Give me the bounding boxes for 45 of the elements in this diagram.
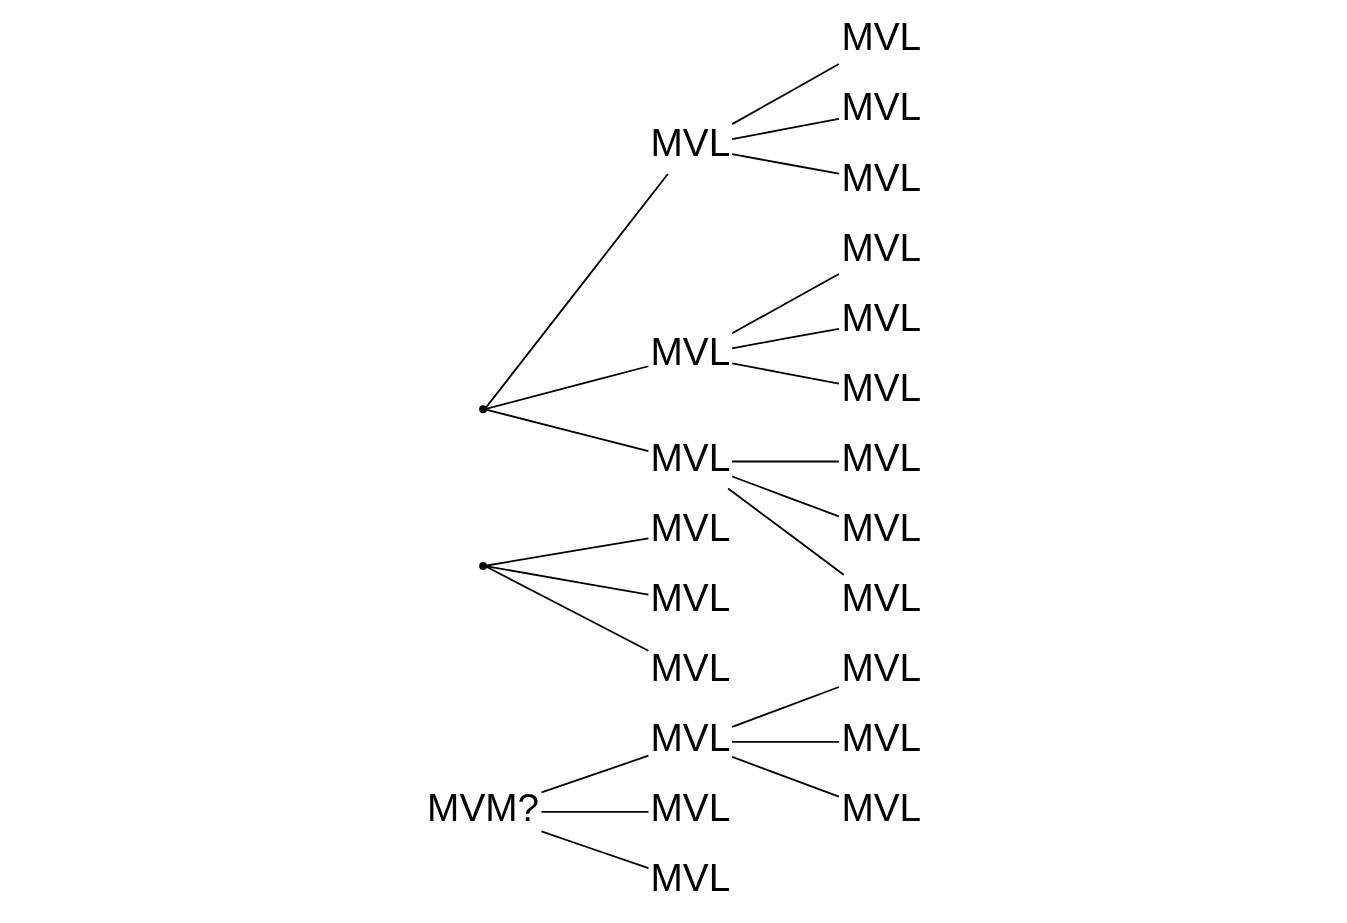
node-text: MVL (650, 121, 730, 165)
connector (540, 811, 649, 813)
node-text: MVL (840, 505, 921, 549)
node-text: MVL (840, 365, 921, 409)
node-text: MVL (840, 716, 921, 760)
connector (485, 409, 649, 453)
connector (730, 740, 840, 743)
connector (726, 487, 845, 576)
node-text: MVL (840, 295, 921, 339)
node-text: MVL (650, 505, 730, 549)
connector (540, 754, 649, 794)
connector (730, 153, 840, 175)
node-text: MVL (650, 330, 730, 374)
connector (485, 537, 649, 567)
node-text: MVL (840, 435, 921, 479)
node-text: MVL (840, 85, 921, 129)
node-text: MVL (650, 576, 730, 620)
node-point (478, 561, 487, 570)
node-text: MVL (650, 856, 730, 900)
connector (730, 686, 840, 728)
connector (485, 566, 649, 652)
node-point (478, 405, 487, 414)
connector (540, 830, 649, 870)
connector (730, 460, 840, 463)
connector (730, 63, 840, 126)
node-text: MVL (650, 646, 730, 690)
node-text: MVL (650, 786, 730, 830)
connector (730, 327, 840, 350)
connector (730, 362, 840, 385)
node-text: MVL (650, 716, 730, 760)
node-text: MVL (840, 576, 921, 620)
node-text: MVL (840, 155, 921, 199)
connector (485, 565, 649, 596)
node-text: MVL (650, 435, 730, 479)
node-text: MVL (840, 786, 921, 830)
node-text: MVM? (426, 786, 539, 830)
connector (730, 475, 840, 518)
connector (485, 365, 649, 410)
node-text: MVL (840, 225, 921, 269)
connector (484, 173, 669, 409)
node-text: MVL (840, 15, 921, 59)
connector (730, 273, 840, 335)
connector (730, 117, 840, 141)
connector (730, 756, 840, 798)
node-text: MVL (840, 646, 921, 690)
